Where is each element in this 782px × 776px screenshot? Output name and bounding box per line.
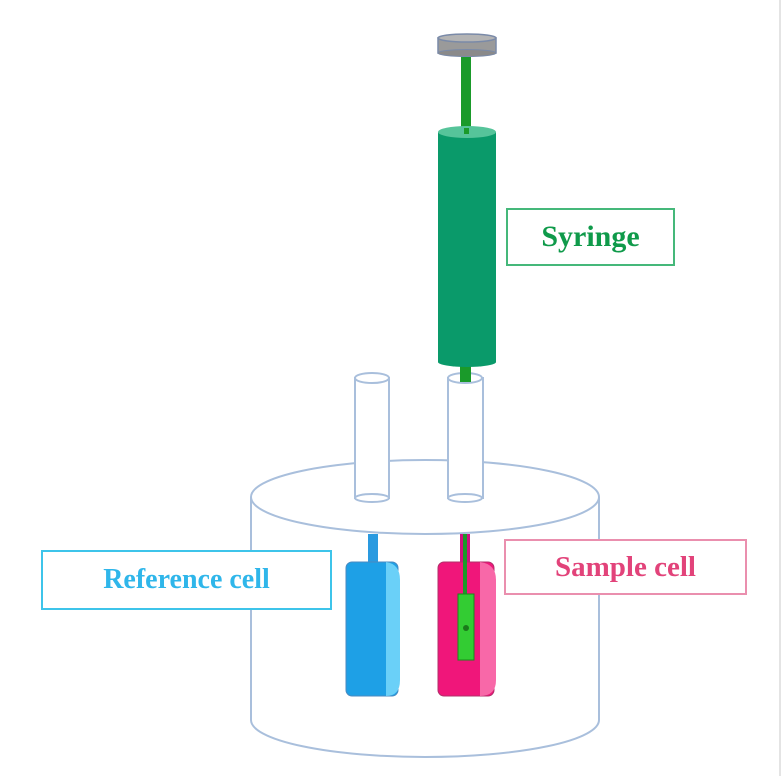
sample-cell-label: Sample cell xyxy=(504,539,747,595)
sample-needle xyxy=(457,534,475,661)
syringe-needle xyxy=(460,364,471,382)
reference-access-tube xyxy=(354,372,390,503)
plunger-rod xyxy=(461,52,471,136)
reference-cell xyxy=(345,534,400,697)
sample-access-tube xyxy=(447,372,484,503)
syringe-assembly xyxy=(437,33,497,367)
sample-cell xyxy=(437,534,496,697)
jacket-top xyxy=(250,459,600,535)
reference-cell-label: Reference cell xyxy=(41,550,332,610)
syringe-label: Syringe xyxy=(506,208,675,266)
plunger-cap-icon xyxy=(437,33,497,57)
jacket-body xyxy=(250,497,600,758)
reference-cell-stem xyxy=(368,534,378,564)
adiabatic-jacket xyxy=(250,459,600,758)
reference-cell-icon xyxy=(345,561,400,697)
syringe-barrel-icon xyxy=(438,126,496,367)
